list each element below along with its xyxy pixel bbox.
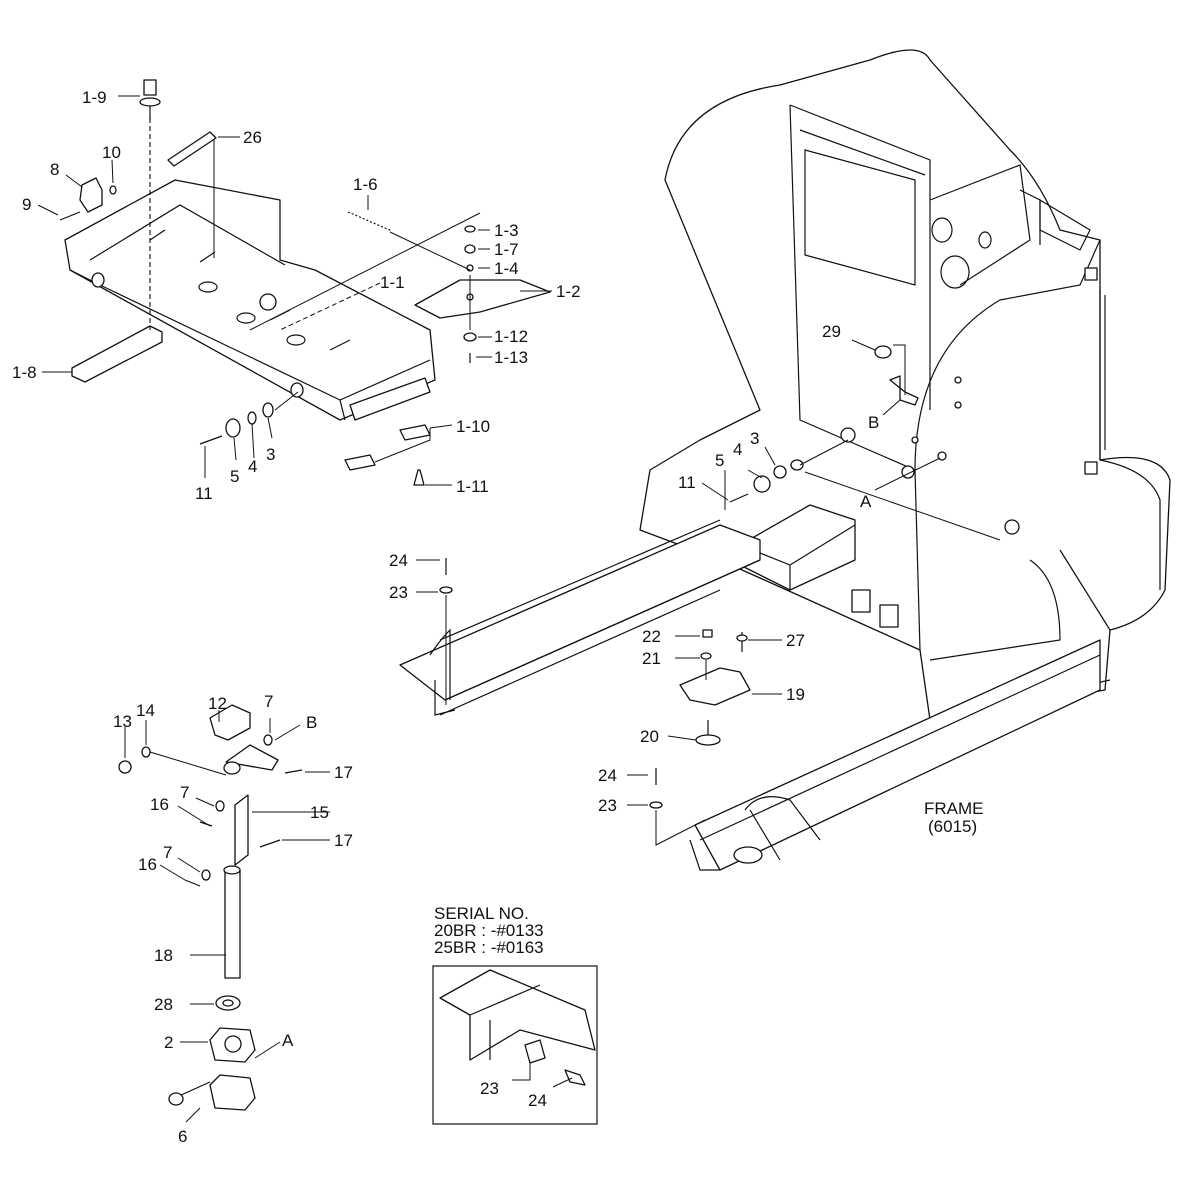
label-1-6: 1-6 (353, 175, 378, 194)
label-3-tray: 3 (266, 445, 275, 464)
label-1-13: 1-13 (494, 348, 528, 367)
label-24-top: 24 (389, 551, 408, 570)
label-29: 29 (822, 322, 841, 341)
label-26: 26 (243, 128, 262, 147)
label-28: 28 (154, 995, 173, 1014)
label-B-frame: B (868, 413, 879, 432)
label-1-4: 1-4 (494, 259, 519, 278)
frame-note: FRAME (6015) (924, 799, 984, 836)
label-2: 2 (164, 1033, 173, 1052)
label-1-7: 1-7 (494, 240, 519, 259)
label-16-lower: 16 (138, 855, 157, 874)
label-15: 15 (310, 803, 329, 822)
label-1-11: 1-11 (456, 477, 489, 496)
label-14: 14 (136, 701, 155, 720)
serial-line-20br: 20BR : -#0133 (434, 921, 544, 940)
label-9: 9 (22, 195, 31, 214)
tray-assembly (59, 79, 551, 486)
label-7-lower: 7 (163, 843, 172, 862)
label-1-12: 1-12 (494, 327, 528, 346)
label-17-top: 17 (334, 763, 353, 782)
inset-frame (432, 965, 598, 1125)
serial-title: SERIAL NO. (434, 904, 529, 923)
label-4-tray: 4 (248, 457, 257, 476)
label-B-link: B (306, 713, 317, 732)
label-11-tray: 11 (195, 484, 213, 503)
label-18: 18 (154, 946, 173, 965)
part-labels: 1-9 26 8 10 9 1-6 1-3 1-7 1-4 1-1 1-2 1-… (12, 88, 879, 1146)
label-12: 12 (208, 694, 227, 713)
frame-fasteners (439, 345, 892, 809)
leader-lines (37, 95, 1001, 1123)
label-8: 8 (50, 160, 59, 179)
label-1-1: 1-1 (380, 273, 405, 292)
label-1-3: 1-3 (494, 221, 519, 240)
label-24-inset: 24 (528, 1091, 547, 1110)
label-3-frame: 3 (750, 429, 759, 448)
label-5-tray: 5 (230, 467, 239, 486)
label-17-lower: 17 (334, 831, 353, 850)
label-21: 21 (642, 649, 661, 668)
label-7-top: 7 (264, 692, 273, 711)
serial-line-25br: 25BR : -#0163 (434, 938, 544, 957)
label-11-frame: 11 (678, 473, 696, 492)
label-1-9: 1-9 (82, 88, 107, 107)
label-A-clamp: A (282, 1031, 294, 1050)
label-20: 20 (640, 727, 659, 746)
label-7-mid: 7 (180, 783, 189, 802)
serial-inset (432, 965, 598, 1125)
label-24-lower: 24 (598, 766, 617, 785)
frame-note-code: (6015) (928, 817, 977, 836)
label-A-frame: A (860, 492, 872, 511)
label-6: 6 (178, 1127, 187, 1146)
frame-assembly (399, 49, 1171, 871)
label-1-8: 1-8 (12, 363, 37, 382)
label-22: 22 (642, 627, 661, 646)
label-13: 13 (113, 712, 132, 731)
label-23-lower: 23 (598, 796, 617, 815)
lever-linkage (118, 704, 303, 1111)
label-4-frame: 4 (733, 440, 742, 459)
label-27: 27 (786, 631, 805, 650)
label-23-top: 23 (389, 583, 408, 602)
serial-note: SERIAL NO. 20BR : -#0133 25BR : -#0163 (434, 904, 544, 957)
label-10: 10 (102, 143, 121, 162)
frame-note-title: FRAME (924, 799, 984, 818)
label-1-2: 1-2 (556, 282, 581, 301)
label-19: 19 (786, 685, 805, 704)
label-23-inset: 23 (480, 1079, 499, 1098)
label-1-10: 1-10 (456, 417, 490, 436)
label-5-frame: 5 (715, 451, 724, 470)
label-16-top: 16 (150, 795, 169, 814)
